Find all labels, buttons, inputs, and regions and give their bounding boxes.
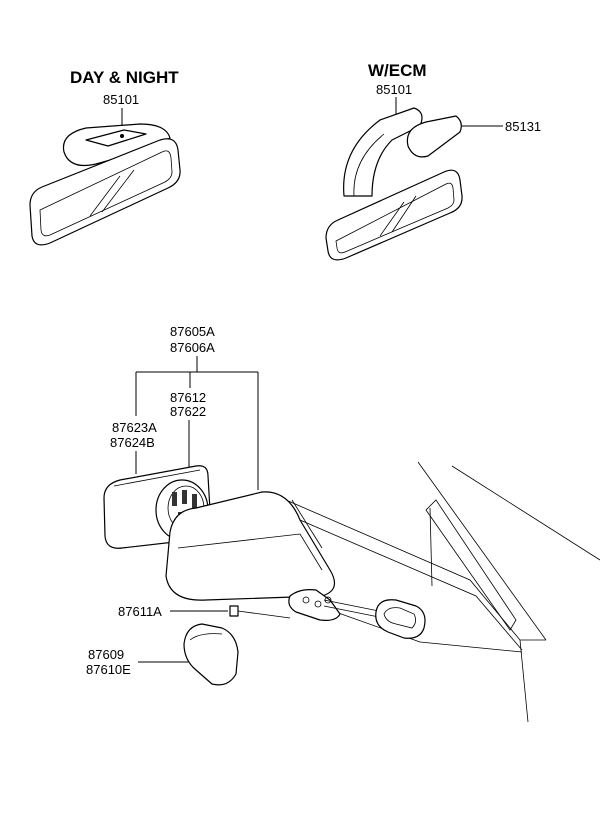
- mirror-base: [288, 589, 341, 621]
- mount-hole: [120, 134, 124, 138]
- cover-part-number-b: 87610E: [86, 662, 131, 677]
- housing-contour: [177, 533, 323, 571]
- mirror-housing: [29, 138, 181, 246]
- screw-axis: [237, 610, 291, 619]
- roof-edge: [451, 465, 600, 561]
- base-bolt: [314, 600, 322, 608]
- outside-mirror-assembly: [103, 465, 426, 686]
- wecm-mirror: W/ECM 85101 85131: [325, 61, 541, 261]
- screw-part-number: 87611A: [118, 604, 162, 619]
- window-trim-edge: [429, 507, 433, 587]
- mount-arm: [343, 107, 423, 197]
- mirror-glass: [335, 182, 455, 254]
- mount-stud: [323, 599, 385, 613]
- glass-edge: [113, 469, 201, 487]
- housing-contour: [291, 499, 323, 549]
- glass-part-number-b: 87624B: [110, 435, 155, 450]
- door-seal: [375, 599, 426, 639]
- actuator-pin: [182, 490, 187, 504]
- door-edge: [417, 461, 547, 641]
- mount-stud: [323, 605, 385, 619]
- glass-reflection: [391, 195, 417, 233]
- wecm-cover-part-number: 85131: [505, 119, 541, 134]
- day-night-heading: DAY & NIGHT: [70, 68, 179, 87]
- actuator-part-number-b: 87622: [170, 404, 206, 419]
- day-night-mirror: DAY & NIGHT 85101: [29, 68, 181, 246]
- outside-mirror-callouts: 87605A 87606A 87612 87622 87623A 87624B …: [86, 324, 259, 677]
- mirror-housing-outside: [165, 491, 336, 601]
- mirror-housing: [325, 169, 463, 261]
- glass-reflection: [89, 175, 121, 217]
- glass-reflection: [101, 169, 135, 213]
- window-trim: [425, 499, 517, 631]
- wecm-mirror-part-number: 85101: [376, 82, 412, 97]
- actuator-pin: [192, 494, 197, 508]
- arm-contour: [353, 133, 385, 197]
- base-bolt: [302, 596, 310, 604]
- seal-inner: [383, 607, 416, 629]
- actuator-part-number-a: 87612: [170, 390, 206, 405]
- mount-plate: [85, 129, 147, 147]
- door-lower-line: [329, 609, 523, 653]
- mount-cover: [406, 115, 462, 158]
- screw: [229, 605, 239, 617]
- car-door-outline: [285, 461, 600, 723]
- door-belt-line: [285, 499, 529, 723]
- assembly-part-number-b: 87606A: [170, 340, 215, 355]
- glass-reflection: [379, 201, 405, 237]
- cover-contour: [189, 633, 223, 641]
- mirror-glass: [39, 150, 173, 237]
- actuator-pin: [172, 492, 177, 506]
- door-inner-line: [299, 519, 523, 651]
- wecm-heading: W/ECM: [368, 61, 427, 80]
- assembly-part-number-a: 87605A: [170, 324, 215, 339]
- day-night-part-number: 85101: [103, 92, 139, 107]
- glass-part-number-a: 87623A: [112, 420, 157, 435]
- cover-part-number-a: 87609: [88, 647, 124, 662]
- mirror-cover: [183, 623, 239, 686]
